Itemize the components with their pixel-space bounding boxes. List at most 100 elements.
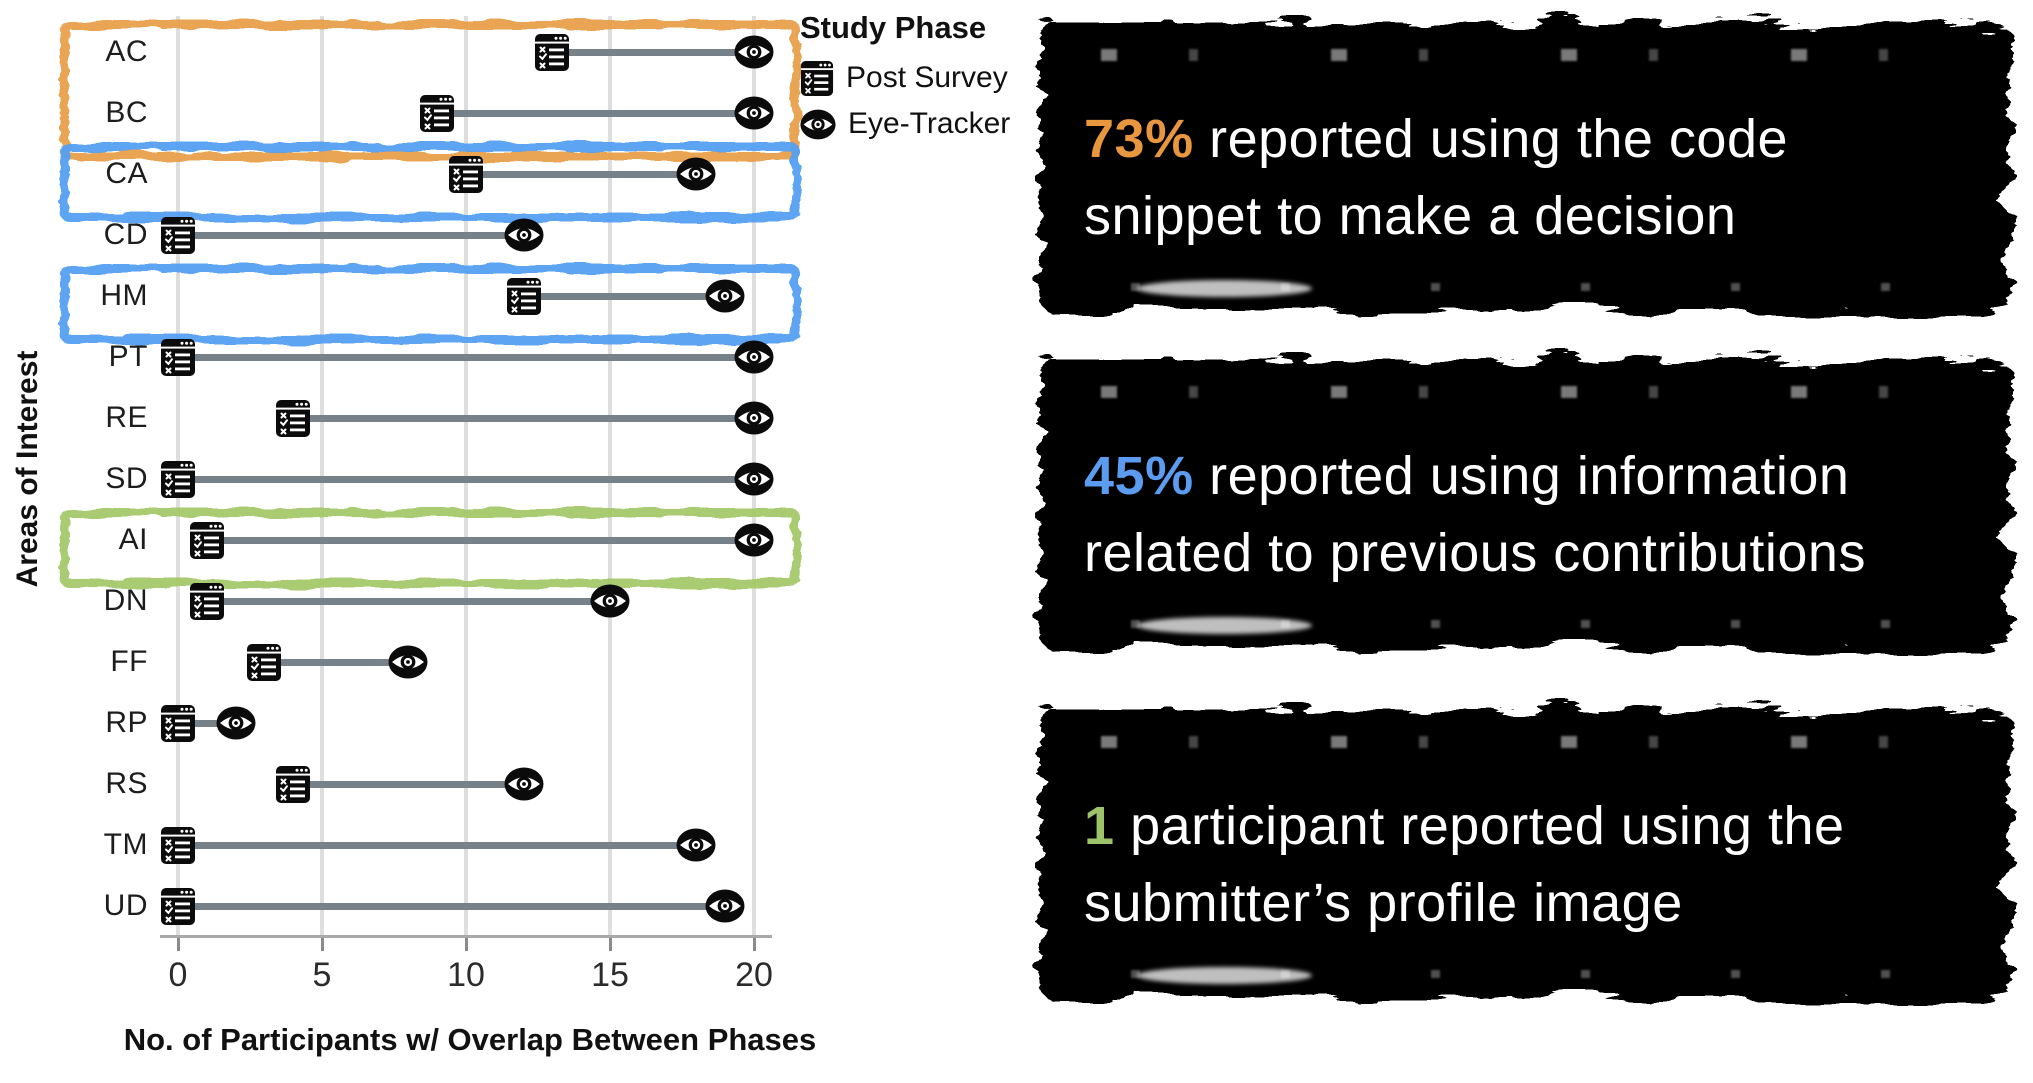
- eye-tracker-marker-tm: [676, 828, 716, 862]
- eye-tracker-marker-rp: [216, 706, 256, 740]
- connector-hm: [523, 292, 726, 300]
- stat-line2: related to previous contributions: [1084, 523, 1866, 583]
- connector-ff: [264, 658, 409, 666]
- x-axis-tick-20: [752, 938, 756, 951]
- ink-smudge: [1137, 280, 1312, 297]
- row-label-cd: CD: [103, 218, 148, 251]
- x-axis-tick-label-10: 10: [447, 956, 485, 994]
- post-survey-marker-pt: [160, 336, 196, 378]
- x-axis-tick-label-5: 5: [312, 956, 332, 994]
- eye-tracker-marker-sd: [734, 462, 774, 496]
- ink-texture: [1100, 386, 1958, 398]
- ink-background: [1040, 23, 2009, 311]
- connector-ca: [466, 170, 697, 178]
- row-label-rp: RP: [105, 706, 148, 739]
- x-axis-title: No. of Participants w/ Overlap Between P…: [123, 1022, 817, 1057]
- stat-line1: reported using the code: [1209, 109, 1789, 169]
- stat-text: 45% reported using information related t…: [1084, 438, 1977, 592]
- plot-area: AC BC CA CD: [60, 16, 800, 994]
- post-survey-marker-ff: [246, 641, 282, 683]
- highlight-box-ca: [60, 142, 800, 222]
- eye-tracker-marker-cd: [504, 218, 544, 252]
- ink-smudge: [1137, 967, 1312, 984]
- post-survey-marker-ca: [448, 153, 484, 195]
- eye-tracker-marker-rs: [504, 767, 544, 801]
- ink-background: [1040, 710, 2009, 998]
- connector-cd: [178, 231, 524, 239]
- connector-rs: [293, 780, 524, 788]
- stat-number: 1: [1084, 796, 1115, 856]
- eye-tracker-marker-re: [734, 401, 774, 435]
- row-label-hm: HM: [100, 279, 148, 312]
- stat-number: 73%: [1084, 109, 1194, 169]
- row-label-tm: TM: [103, 828, 148, 861]
- connector-pt: [178, 353, 754, 361]
- ink-texture: [1130, 970, 1939, 978]
- post-survey-marker-cd: [160, 214, 196, 256]
- row-label-bc: BC: [105, 96, 148, 129]
- post-survey-marker-tm: [160, 824, 196, 866]
- row-label-re: RE: [105, 401, 148, 434]
- row-label-ff: FF: [110, 645, 148, 678]
- post-survey-marker-rs: [275, 763, 311, 805]
- ink-texture: [1130, 283, 1939, 291]
- post-survey-marker-sd: [160, 458, 196, 500]
- stat-number: 45%: [1084, 446, 1194, 506]
- stat-text: 1 participant reported using the submitt…: [1084, 788, 1977, 942]
- legend-label-eye-tracker: Eye-Tracker: [848, 107, 1011, 140]
- dumbbell-chart: Areas of Interest AC BC CA CD: [11, 10, 1010, 1057]
- row-label-pt: PT: [108, 340, 148, 373]
- stat-banner-previous-contributions: 45% reported using information related t…: [1032, 342, 2017, 662]
- ink-smudge: [1137, 617, 1312, 634]
- connector-ud: [178, 902, 726, 910]
- eye-tracker-marker-ud: [705, 889, 745, 923]
- x-axis-line: [160, 935, 772, 938]
- ink-background: [1040, 360, 2009, 648]
- ink-texture: [1100, 49, 1958, 61]
- eye-tracker-marker-dn: [590, 584, 630, 618]
- post-survey-marker-ud: [160, 885, 196, 927]
- stat-line2: submitter’s profile image: [1084, 873, 1683, 933]
- connector-re: [293, 414, 754, 422]
- connector-tm: [178, 841, 697, 849]
- x-axis-tick-label-0: 0: [168, 956, 188, 994]
- connector-dn: [206, 597, 610, 605]
- legend: Study Phase Post Survey Eye-Tracker: [800, 10, 1010, 150]
- row-label-dn: DN: [103, 584, 148, 617]
- eye-tracker-marker-bc: [734, 96, 774, 130]
- eye-tracker-marker-ai: [734, 523, 774, 557]
- eye-tracker-icon: [800, 109, 836, 140]
- eye-tracker-marker-ff: [388, 645, 428, 679]
- x-axis-tick-0: [176, 938, 180, 951]
- legend-label-post-survey: Post Survey: [846, 61, 1008, 94]
- eye-tracker-marker-ac: [734, 35, 774, 69]
- highlight-box-ai: [60, 508, 800, 588]
- connector-bc: [437, 109, 754, 117]
- connector-ac: [552, 48, 754, 56]
- row-label-ud: UD: [103, 889, 148, 922]
- stat-text: 73% reported using the code snippet to m…: [1084, 101, 1977, 255]
- legend-item-eye-tracker: Eye-Tracker: [800, 107, 1010, 141]
- ink-texture: [1130, 620, 1939, 628]
- stat-banner-profile-image: 1 participant reported using the submitt…: [1032, 692, 2017, 1012]
- row-label-sd: SD: [105, 462, 148, 495]
- post-survey-marker-re: [275, 397, 311, 439]
- stat-line1: reported using information: [1209, 446, 1850, 506]
- row-label-ac: AC: [105, 35, 148, 68]
- x-axis-tick-10: [464, 938, 468, 951]
- row-label-ai: AI: [118, 523, 148, 556]
- post-survey-icon: [800, 58, 834, 98]
- stat-line1: participant reported using the: [1130, 796, 1845, 856]
- stat-line2: snippet to make a decision: [1084, 186, 1737, 246]
- x-axis-tick-5: [320, 938, 324, 951]
- eye-tracker-marker-pt: [734, 340, 774, 374]
- post-survey-marker-bc: [419, 92, 455, 134]
- ink-texture: [1100, 736, 1958, 748]
- row-label-rs: RS: [105, 767, 148, 800]
- post-survey-marker-ai: [189, 519, 225, 561]
- post-survey-marker-dn: [189, 580, 225, 622]
- connector-ai: [206, 536, 754, 544]
- post-survey-marker-ac: [534, 31, 570, 73]
- connector-sd: [178, 475, 754, 483]
